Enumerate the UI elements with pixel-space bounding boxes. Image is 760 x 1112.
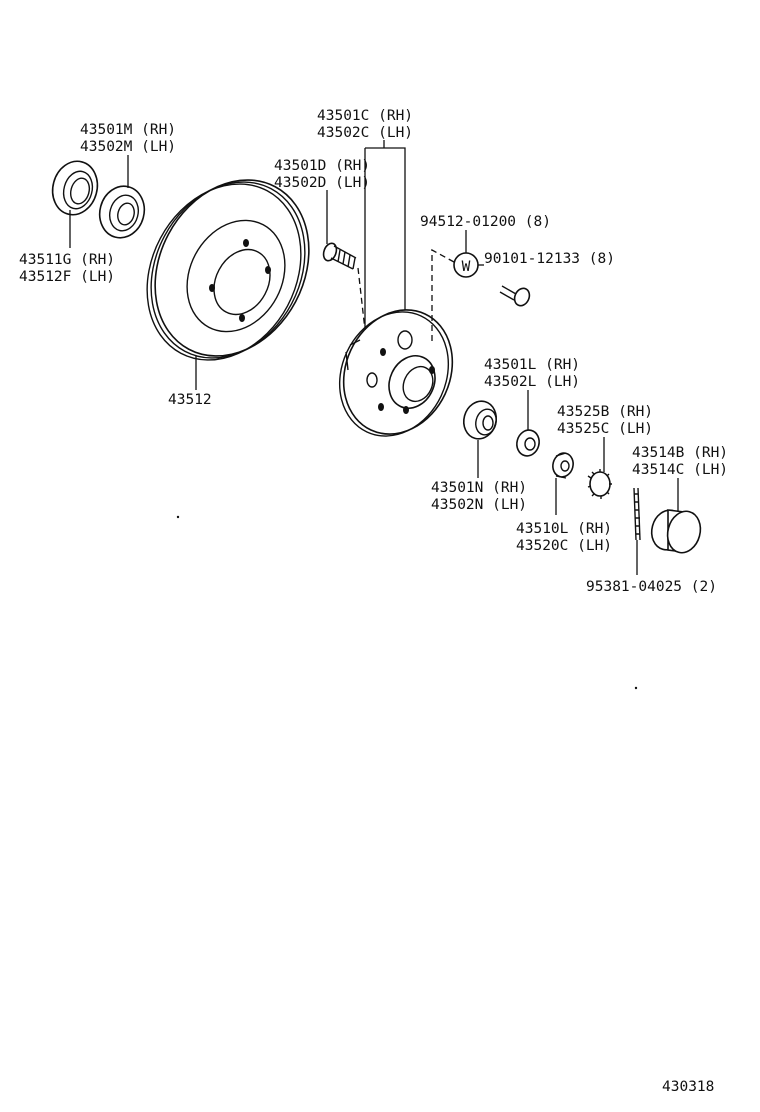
cotter-pin-icon (633, 487, 641, 541)
hub-bolt-small-icon (499, 285, 531, 307)
hub-bolt-icon (322, 242, 357, 270)
lock-cap-icon (587, 469, 612, 499)
label-inner-bearing-lh: 43502N (LH) (431, 497, 527, 513)
grease-cap-icon (650, 509, 702, 554)
label-inner-bearing-rh: 43501N (RH) (431, 480, 527, 496)
label-bolt: 90101-12133 (8) (484, 251, 615, 267)
label-washer: 94512-01200 (8) (420, 214, 551, 230)
diagram-number: 430318 (662, 1079, 714, 1095)
oil-seal-icon (51, 160, 99, 216)
label-hub-rh: 43501C (RH) (317, 108, 413, 124)
label-nut-lh: 43520C (LH) (516, 538, 612, 554)
label-grease-cap-rh: 43514B (RH) (632, 445, 728, 461)
label-hub-lh: 43502C (LH) (317, 125, 413, 141)
dot-mark (634, 686, 638, 690)
label-lock-cap-lh: 43525C (LH) (557, 421, 653, 437)
bearing-outer-icon (516, 429, 540, 457)
bolt-path-line (357, 267, 366, 331)
label-outer-seal-lh: 43502M (LH) (80, 139, 176, 155)
label-oil-seal-lh: 43512F (LH) (19, 269, 115, 285)
label-hub-bolt-lh: 43502D (LH) (274, 175, 370, 191)
label-grease-cap-lh: 43514C (LH) (632, 462, 728, 478)
hub-nut-icon (552, 452, 574, 479)
label-cotter-pin: 95381-04025 (2) (586, 579, 717, 595)
label-hub-bolt-rh: 43501D (RH) (274, 158, 370, 174)
axle-hub-icon (338, 309, 454, 437)
label-outer-bearing-lh: 43502L (LH) (484, 374, 580, 390)
label-oil-seal-rh: 43511G (RH) (19, 252, 115, 268)
bearing-inner-icon (462, 400, 498, 440)
washer-symbol: W (462, 259, 471, 275)
bearing-icon (98, 185, 146, 239)
label-lock-cap-rh: 43525B (RH) (557, 404, 653, 420)
brake-disc-icon (146, 179, 310, 361)
label-nut-rh: 43510L (RH) (516, 521, 612, 537)
leader-hub (364, 140, 406, 330)
label-outer-seal-rh: 43501M (RH) (80, 122, 176, 138)
washer-path-line (431, 248, 455, 345)
label-outer-bearing-rh: 43501L (RH) (484, 357, 580, 373)
label-disc: 43512 (168, 392, 212, 408)
dot-mark-2 (176, 515, 180, 519)
